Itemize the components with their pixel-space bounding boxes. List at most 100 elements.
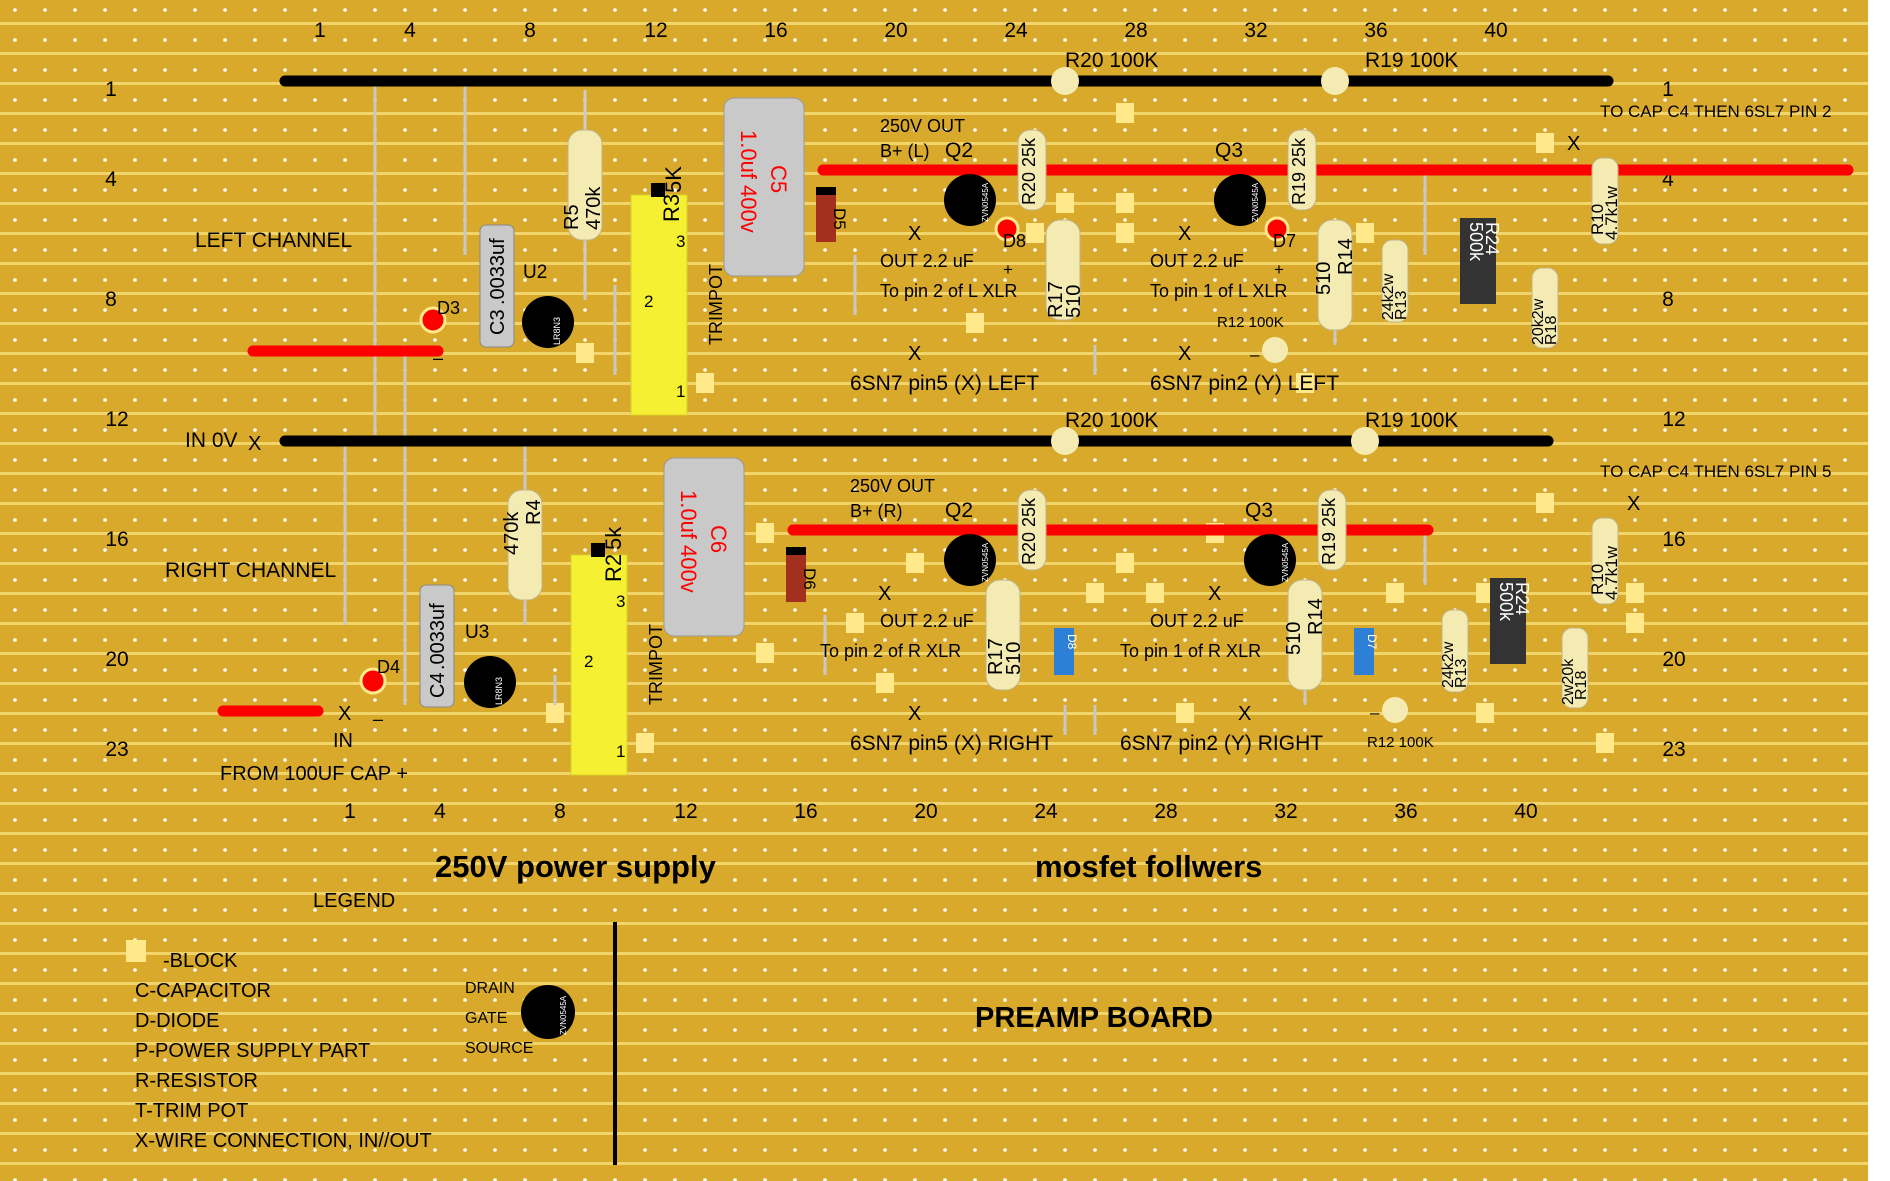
- strip-hole: [1843, 1118, 1847, 1122]
- strip-hole: [1453, 1088, 1457, 1092]
- strip-hole: [1603, 398, 1607, 402]
- strip-hole: [463, 1178, 467, 1181]
- strip-hole: [1273, 98, 1277, 102]
- strip-hole: [1273, 428, 1277, 432]
- strip-hole: [823, 1178, 827, 1181]
- strip-hole: [73, 128, 77, 132]
- strip-hole: [853, 458, 857, 462]
- strip-hole: [943, 1118, 947, 1122]
- strip-hole: [703, 278, 707, 282]
- strip-hole: [793, 638, 797, 642]
- strip-hole: [1693, 338, 1697, 342]
- strip-hole: [493, 758, 497, 762]
- strip-hole: [1783, 278, 1787, 282]
- strip-hole: [493, 938, 497, 942]
- strip-hole: [163, 878, 167, 882]
- strip-hole: [553, 428, 557, 432]
- strip-hole: [163, 578, 167, 582]
- strip-hole: [103, 428, 107, 432]
- strip-hole: [1303, 788, 1307, 792]
- strip-gap: [0, 1042, 1868, 1045]
- r18-value: 2w20k: [1560, 658, 1577, 705]
- strip-hole: [13, 638, 17, 642]
- strip-hole: [1393, 788, 1397, 792]
- strip-hole: [313, 968, 317, 972]
- strip-hole: [1003, 788, 1007, 792]
- strip-hole: [13, 1088, 17, 1092]
- strip-hole: [13, 818, 17, 822]
- strip-hole: [1573, 338, 1577, 342]
- strip-hole: [823, 68, 827, 72]
- strip-hole: [553, 98, 557, 102]
- trimpot-r3: R3 5K 3 2 1 TRIMPOT: [630, 166, 726, 416]
- strip-hole: [1753, 1028, 1757, 1032]
- strip-hole: [1543, 908, 1547, 912]
- strip-hole: [193, 968, 197, 972]
- cut-block: [1116, 103, 1134, 123]
- strip-hole: [1663, 638, 1667, 642]
- strip-hole: [1633, 488, 1637, 492]
- strip-hole: [1423, 608, 1427, 612]
- strip-hole: [1693, 518, 1697, 522]
- strip-hole: [1723, 908, 1727, 912]
- cut-block: [1476, 703, 1494, 723]
- strip-hole: [1753, 338, 1757, 342]
- strip-hole: [1483, 608, 1487, 612]
- strip-hole: [853, 548, 857, 552]
- strip-hole: [73, 1118, 77, 1122]
- strip-hole: [283, 668, 287, 672]
- strip-hole: [163, 68, 167, 72]
- strip-hole: [1543, 608, 1547, 612]
- strip-hole: [1573, 458, 1577, 462]
- strip-hole: [13, 758, 17, 762]
- strip-hole: [1393, 8, 1397, 12]
- strip-hole: [943, 248, 947, 252]
- trimpot-body: [1490, 578, 1526, 664]
- strip-hole: [1573, 68, 1577, 72]
- strip-hole: [1033, 248, 1037, 252]
- strip-hole: [553, 398, 557, 402]
- strip-hole: [73, 1148, 77, 1152]
- strip-hole: [343, 338, 347, 342]
- strip-hole: [283, 788, 287, 792]
- strip-hole: [493, 1178, 497, 1181]
- cut-block: [1176, 703, 1194, 723]
- strip-hole: [1783, 878, 1787, 882]
- strip-hole: [103, 848, 107, 852]
- strip-hole: [373, 38, 377, 42]
- strip-hole: [1633, 638, 1637, 642]
- strip-hole: [943, 938, 947, 942]
- strip-hole: [1753, 758, 1757, 762]
- strip-hole: [853, 338, 857, 342]
- strip-hole: [703, 848, 707, 852]
- strip-hole: [1633, 1028, 1637, 1032]
- strip-hole: [1513, 1028, 1517, 1032]
- strip-hole: [1483, 548, 1487, 552]
- r17-label: R17: [985, 638, 1007, 675]
- strip-hole: [433, 818, 437, 822]
- strip-hole: [553, 458, 557, 462]
- strip-hole: [163, 308, 167, 312]
- strip-hole: [1813, 158, 1817, 162]
- strip-hole: [493, 878, 497, 882]
- strip-hole: [733, 938, 737, 942]
- strip-hole: [1123, 458, 1127, 462]
- strip-hole: [133, 248, 137, 252]
- strip-hole: [43, 158, 47, 162]
- strip-hole: [523, 128, 527, 132]
- strip-hole: [1153, 488, 1157, 492]
- strip-hole: [1003, 278, 1007, 282]
- strip-hole: [343, 668, 347, 672]
- cut-block: [1356, 223, 1374, 243]
- strip-hole: [1003, 698, 1007, 702]
- strip-hole: [763, 578, 767, 582]
- strip-hole: [343, 848, 347, 852]
- strip-hole: [853, 1118, 857, 1122]
- strip-hole: [373, 758, 377, 762]
- top-250v-out: 250V OUT: [880, 116, 965, 136]
- strip-hole: [1663, 908, 1667, 912]
- strip-hole: [1363, 368, 1367, 372]
- strip-hole: [103, 938, 107, 942]
- strip-hole: [1573, 788, 1577, 792]
- strip-hole: [1003, 308, 1007, 312]
